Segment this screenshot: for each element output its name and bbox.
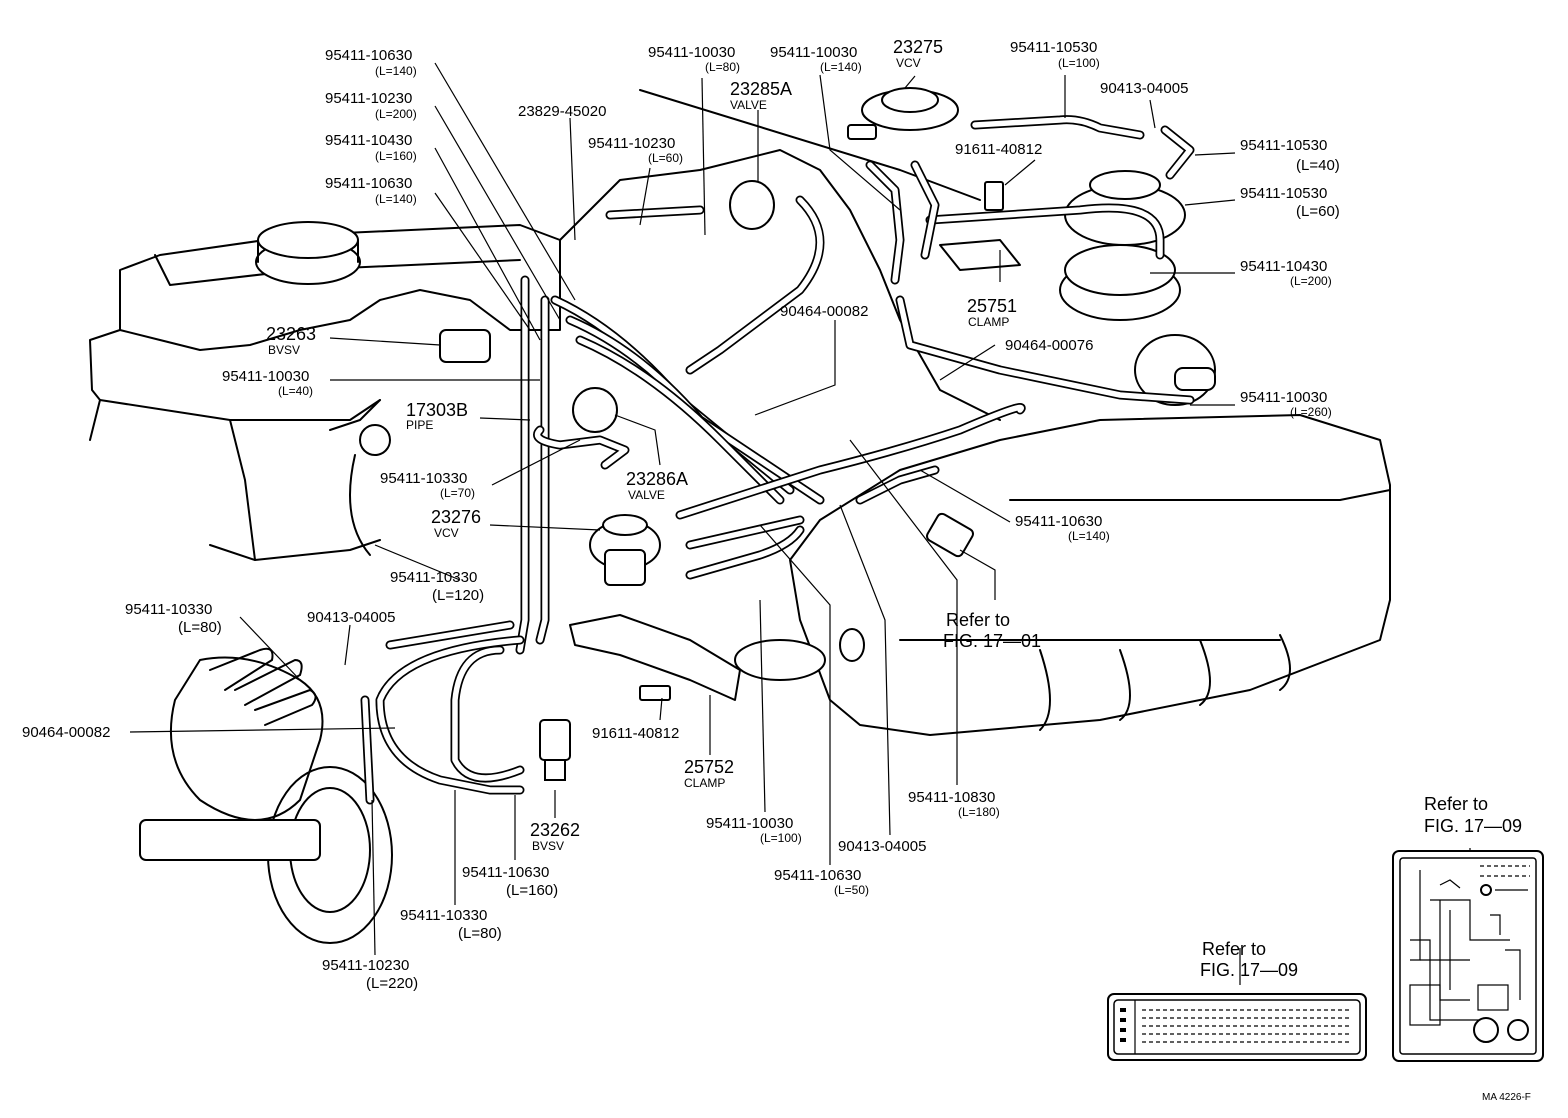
callout-sub: (L=70) [440,486,475,500]
callout-part: 23276 [431,507,481,527]
callout-part: 95411-10230 [322,957,409,974]
callout-part: 23285A [730,79,792,99]
callout-sub: BVSV [268,343,300,357]
callout-part: 23286A [626,469,688,489]
reference-line2: FIG. 17—09 [1200,960,1298,980]
vacuum-hoses [360,115,1195,805]
emission-label-plate [1107,993,1367,1061]
callout-part: 95411-10630 [325,47,412,64]
callout-part: (L=160) [506,882,558,899]
callout-sub: (L=140) [820,60,862,74]
callout-part: 95411-10030 [1240,389,1327,406]
callout-part: (L=60) [1296,203,1340,220]
callout-part: 91611-40812 [592,725,679,742]
callout-part: 90464-00082 [22,724,110,741]
callout-part: 95411-10330 [380,470,467,487]
callout-sub: (L=40) [278,384,313,398]
callout-sub: CLAMP [684,776,725,790]
callout-part: 95411-10330 [390,569,477,586]
callout-part: 17303B [406,400,468,420]
leader-lines [129,62,1471,985]
callout-part: (L=40) [1296,157,1340,174]
vacuum-hose-label-plate [1392,850,1544,1062]
callout-sub: VALVE [628,488,665,502]
callout-part: 95411-10430 [1240,258,1327,275]
callout-part: 23829-45020 [518,103,606,120]
drawing-code: MA 4226-F [1482,1092,1531,1103]
callout-part: 95411-10830 [908,789,995,806]
callout-sub: (L=100) [760,831,802,845]
callout-part: 91611-40812 [955,141,1042,158]
callout-part: 95411-10630 [774,867,861,884]
callout-part: 90464-00076 [1005,337,1093,354]
callout-sub: (L=60) [648,151,683,165]
callout-sub: (L=140) [375,192,417,206]
callout-sub: (L=140) [1068,529,1110,543]
callout-sub: (L=180) [958,805,1000,819]
figure-references: Refer to FIG. 17—01 Refer to FIG. 17—09 … [943,610,1522,980]
callout-sub: VCV [896,56,921,70]
reference-line1: Refer to [946,610,1010,630]
reference-line1: Refer to [1424,794,1488,814]
callout-part: (L=80) [178,619,222,636]
callout-part: 95411-10330 [125,601,212,618]
callout-sub: (L=160) [375,149,417,163]
callout-sub: VALVE [730,98,767,112]
callout-sub: (L=80) [705,60,740,74]
reference-line2: FIG. 17—09 [1424,816,1522,836]
callout-sub: CLAMP [968,315,1009,329]
callout-part: 95411-10430 [325,132,412,149]
callout-part: 95411-10030 [770,44,857,61]
callout-sub: (L=140) [375,64,417,78]
callout-sub: PIPE [406,418,433,432]
callout-part: 95411-10530 [1240,185,1327,202]
callout-sub: BVSV [532,839,564,853]
reference-line1: Refer to [1202,939,1266,959]
callout-part: 95411-10230 [588,135,675,152]
engine-outline [89,87,1391,944]
callout-part: 25752 [684,757,734,777]
callout-part: (L=220) [366,975,418,992]
callout-part: 95411-10030 [222,368,309,385]
callout-part: 95411-10630 [462,864,549,881]
callout-part: 25751 [967,296,1017,316]
reference-line2: FIG. 17—01 [943,631,1041,651]
callout-part: 95411-10630 [325,175,412,192]
callout-part: 90413-04005 [838,838,926,855]
callout-part: 95411-10530 [1240,137,1327,154]
callout-part: 95411-10030 [706,815,793,832]
callout-part: 95411-10030 [648,44,735,61]
callout-part: 95411-10330 [400,907,487,924]
callout-sub: (L=260) [1290,405,1332,419]
callout-part: 95411-10630 [1015,513,1102,530]
callout-part: 95411-10230 [325,90,412,107]
callout-part: 90413-04005 [307,609,395,626]
callout-part: 90464-00082 [780,303,868,320]
callout-part: 23263 [266,324,316,344]
callout-part: (L=80) [458,925,502,942]
callout-part: 23262 [530,820,580,840]
callout-part: 23275 [893,37,943,57]
callout-labels: 95411-10630 (L=140) 95411-10230 (L=200) … [22,37,1340,992]
callout-sub: (L=50) [834,883,869,897]
callout-part: (L=120) [432,587,484,604]
callout-sub: (L=200) [375,107,417,121]
callout-sub: VCV [434,526,459,540]
callout-part: 95411-10530 [1010,39,1097,56]
callout-part: 90413-04005 [1100,80,1188,97]
callout-sub: (L=200) [1290,274,1332,288]
callout-sub: (L=100) [1058,56,1100,70]
